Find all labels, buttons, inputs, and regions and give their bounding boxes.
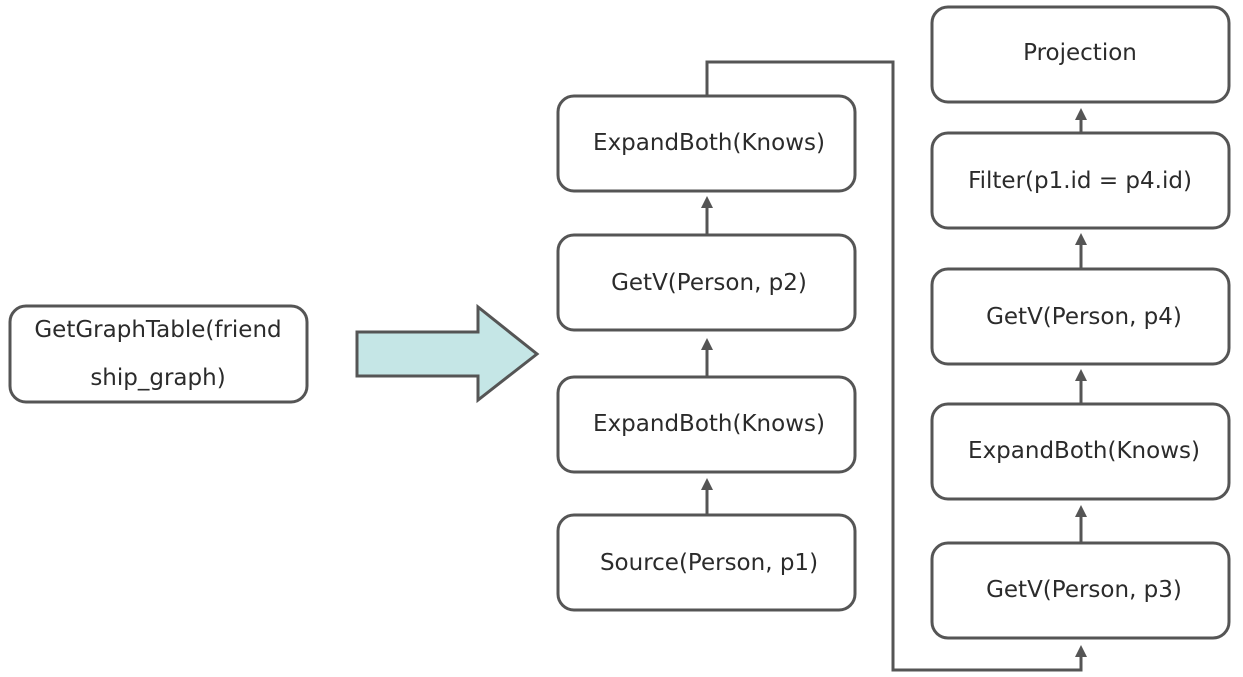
expand-both-label-2: ExpandBoth(Knows) — [593, 130, 825, 156]
expand-both-label-1: ExpandBoth(Knows) — [593, 411, 825, 437]
projection-label: Projection — [1023, 40, 1137, 66]
getv-p3-node: GetV(Person, p3) — [930, 541, 1231, 640]
getv-p2-node: GetV(Person, p2) — [556, 233, 857, 332]
expand-both-node-2: ExpandBoth(Knows) — [556, 94, 857, 193]
projection-node: Projection — [930, 5, 1231, 104]
get-graph-table-label-line1: GetGraphTable(friend — [34, 317, 281, 343]
source-label: Source(Person, p1) — [600, 550, 818, 576]
edge-expand2-to-getv-p3 — [705, 60, 1087, 672]
getv-p2-label: GetV(Person, p2) — [611, 270, 807, 296]
get-graph-table-label-line2: ship_graph) — [90, 365, 225, 391]
expand-both-node-1: ExpandBoth(Knows) — [556, 375, 857, 474]
edge-source-to-expand1 — [701, 478, 713, 515]
edge-filter-to-projection — [1075, 108, 1087, 133]
getv-p4-node: GetV(Person, p4) — [930, 267, 1231, 366]
getv-p3-label: GetV(Person, p3) — [986, 577, 1182, 603]
edge-expand1-to-getv-p2 — [701, 338, 713, 377]
expand-both-label-3: ExpandBoth(Knows) — [968, 438, 1200, 464]
edge-getv-p3-to-expand3 — [1075, 505, 1087, 543]
source-node: Source(Person, p1) — [556, 513, 857, 612]
edge-getv-p4-to-filter — [1075, 233, 1087, 269]
filter-node: Filter(p1.id = p4.id) — [930, 131, 1231, 230]
edge-expand3-to-getv-p4 — [1075, 369, 1087, 404]
filter-label: Filter(p1.id = p4.id) — [968, 168, 1192, 194]
expand-both-node-3: ExpandBoth(Knows) — [930, 402, 1231, 501]
transform-arrow — [355, 303, 540, 404]
edge-getv-p2-to-expand2 — [701, 196, 713, 235]
getv-p4-label: GetV(Person, p4) — [986, 304, 1182, 330]
get-graph-table-node: GetGraphTable(friend ship_graph) — [8, 304, 309, 404]
